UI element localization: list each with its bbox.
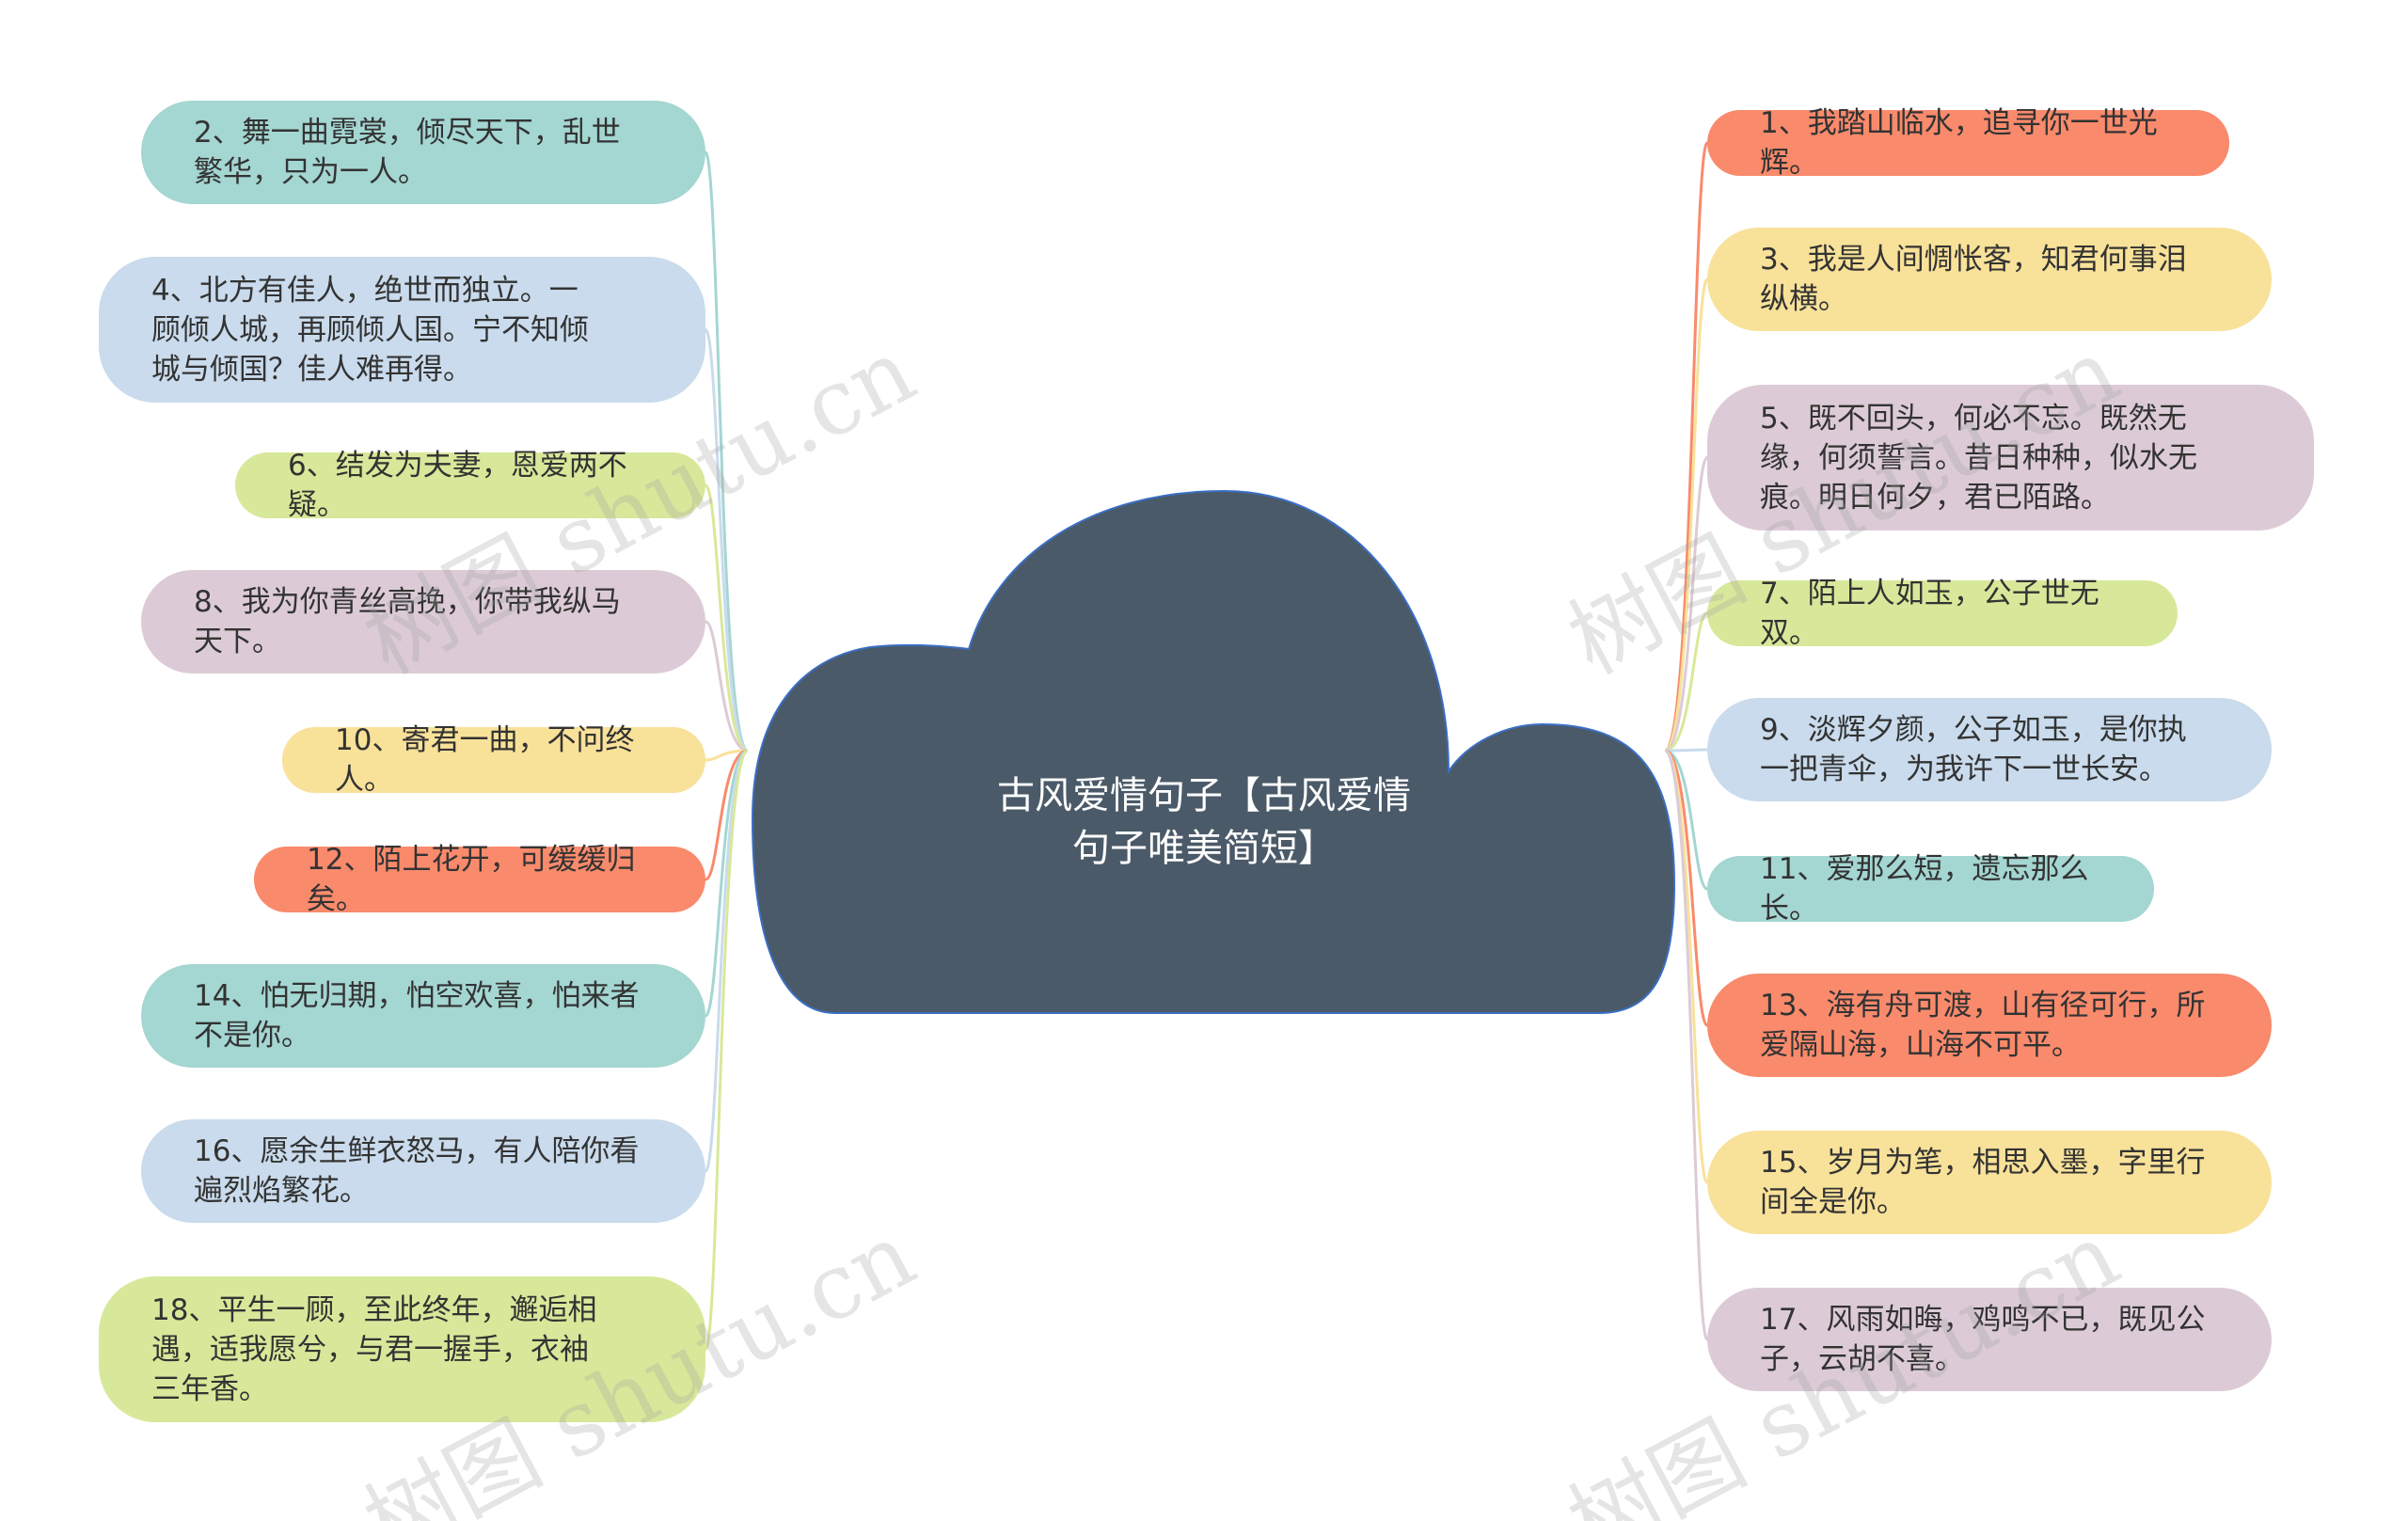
right-connector [1664,748,1708,753]
right-topic-node[interactable]: 7、陌上人如玉，公子世无双。 [1707,577,2178,650]
right-topic-node[interactable]: 3、我是人间惆怅客，知君何事泪 纵横。 [1707,228,2272,331]
left-topic-label: 2、舞一曲霓裳，倾尽天下，乱世 繁华，只为一人。 [194,116,621,189]
right-connector [1664,611,1708,753]
right-topic-label: 9、淡辉夕颜，公子如玉，是你执 一把青伞，为我许下一世长安。 [1760,713,2187,786]
right-topic-label: 15、岁月为笔，相思入墨，字里行 间全是你。 [1760,1146,2206,1219]
left-topic-label: 12、陌上花开，可缓缓归矣。 [307,843,636,916]
right-topic-label: 17、风雨如晦，鸡鸣不已，既见公 子，云胡不喜。 [1760,1303,2206,1376]
left-topic-label: 14、怕无归期，怕空欢喜，怕来者 不是你。 [194,979,640,1053]
left-topic-label: 8、我为你青丝高挽，你带我纵马 天下。 [194,585,621,658]
left-topic-node[interactable]: 2、舞一曲霓裳，倾尽天下，乱世 繁华，只为一人。 [141,101,705,204]
left-topic-node[interactable]: 6、结发为夫妻，恩爱两不疑。 [235,449,705,522]
right-connector [1664,749,1709,1184]
left-connector [704,328,749,753]
left-connector [704,151,750,753]
left-connector [705,620,749,753]
right-topic-node[interactable]: 15、岁月为笔，相思入墨，字里行 间全是你。 [1707,1131,2272,1234]
right-connector [1663,141,1709,753]
left-connector [704,749,749,1018]
right-topic-node[interactable]: 5、既不回头，何必不忘。既然无 缘，何须誓言。昔日种种，似水无 痕。明日何夕，君… [1707,385,2314,531]
left-connector [705,749,749,881]
left-connector [704,483,749,753]
right-topic-label: 5、既不回头，何必不忘。既然无 缘，何须誓言。昔日种种，似水无 痕。明日何夕，君… [1760,401,2197,515]
right-connector [1664,456,1709,753]
right-connector [1663,749,1709,1341]
right-topic-node[interactable]: 17、风雨如晦，鸡鸣不已，既见公 子，云胡不喜。 [1707,1288,2272,1391]
left-connector [704,749,749,1173]
right-topic-label: 11、爱那么短，遗忘那么长。 [1760,852,2089,926]
left-topic-label: 4、北方有佳人，绝世而独立。一 顾倾人城，再顾倾人国。宁不知倾 城与倾国？佳人难… [151,273,589,387]
left-topic-node[interactable]: 10、寄君一曲，不问终人。 [282,723,705,797]
right-topic-label: 7、陌上人如玉，公子世无双。 [1760,577,2099,650]
right-topic-label: 13、海有舟可渡，山有径可行，所 爱隔山海，山海不可平。 [1760,989,2206,1062]
right-connector [1664,277,1709,753]
right-topic-label: 1、我踏山临水，追寻你一世光辉。 [1760,106,2158,180]
left-topic-node[interactable]: 16、愿余生鲜衣怒马，有人陪你看 遍烈焰繁花。 [141,1119,705,1223]
left-connector [704,749,750,1351]
central-cloud-shape[interactable] [751,489,1676,1014]
right-topic-node[interactable]: 9、淡辉夕颜，公子如玉，是你执 一把青伞，为我许下一世长安。 [1707,698,2272,801]
right-topic-node[interactable]: 13、海有舟可渡，山有径可行，所 爱隔山海，山海不可平。 [1707,974,2272,1077]
right-topic-node[interactable]: 1、我踏山临水，追寻你一世光辉。 [1707,106,2229,180]
left-topic-node[interactable]: 4、北方有佳人，绝世而独立。一 顾倾人城，再顾倾人国。宁不知倾 城与倾国？佳人难… [99,257,705,403]
right-connector [1664,749,1708,891]
central-topic[interactable]: 古风爱情句子【古风爱情 句子唯美简短】 [997,774,1411,870]
left-connector [705,749,749,762]
left-topic-node[interactable]: 8、我为你青丝高挽，你带我纵马 天下。 [141,570,705,673]
left-topic-node[interactable]: 14、怕无归期，怕空欢喜，怕来者 不是你。 [141,964,705,1068]
left-topic-label: 18、平生一顾，至此终年，邂逅相 遇，适我愿兮，与君一握手，衣袖 三年香。 [151,1292,597,1406]
right-connector [1664,749,1709,1027]
right-topic-node[interactable]: 11、爱那么短，遗忘那么长。 [1707,852,2154,926]
left-topic-label: 16、愿余生鲜衣怒马，有人陪你看 遍烈焰繁花。 [194,1134,640,1208]
right-topic-label: 3、我是人间惆怅客，知君何事泪 纵横。 [1760,243,2187,316]
left-topic-label: 6、结发为夫妻，恩爱两不疑。 [288,449,627,522]
left-topic-label: 10、寄君一曲，不问终人。 [335,723,635,797]
left-topic-node[interactable]: 18、平生一顾，至此终年，邂逅相 遇，适我愿兮，与君一握手，衣袖 三年香。 [99,1276,705,1422]
left-topic-node[interactable]: 12、陌上花开，可缓缓归矣。 [254,843,705,916]
